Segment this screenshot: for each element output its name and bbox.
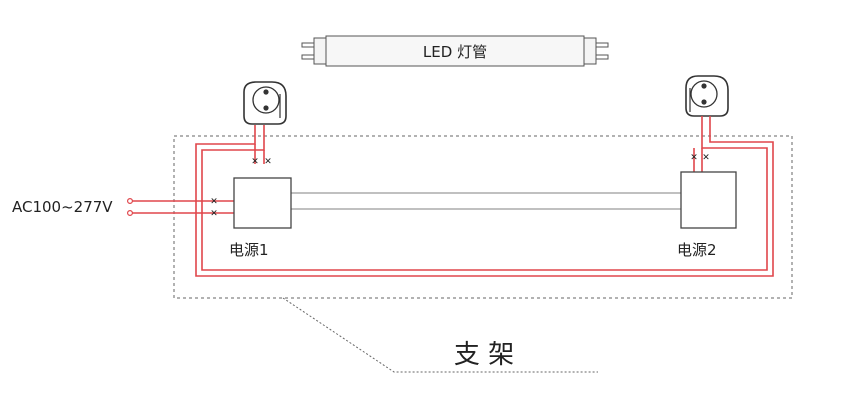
led-tube: LED 灯管 — [301, 35, 609, 67]
holder-right-body — [685, 75, 729, 117]
driver-1-box — [233, 177, 292, 229]
x-cross-icon: ✕ — [702, 153, 710, 163]
driver-1-label: 电源1 — [229, 241, 269, 259]
input-voltage-label: AC100~277V — [12, 198, 113, 216]
driver-2-box — [680, 171, 737, 229]
holder-right-pin-bottom — [701, 99, 707, 105]
x-cross-icon: ✕ — [210, 197, 218, 207]
x-cross-icon: ✕ — [210, 209, 218, 219]
tube-body — [325, 35, 585, 67]
wire-red-inner — [201, 116, 768, 271]
holder-right-pin-top — [701, 83, 707, 89]
x-cross-icon: ✕ — [690, 153, 698, 163]
tube-pin-left-top — [301, 42, 315, 48]
junction-crosses: ✕ ✕ ✕ ✕ ✕ ✕ — [210, 153, 710, 219]
driver-2-label: 电源2 — [677, 241, 717, 259]
holder-left-pin-bottom — [263, 105, 269, 111]
tube-cap-left — [313, 37, 327, 65]
fixture-outline — [173, 135, 793, 299]
lamp-holder-left — [243, 81, 287, 125]
tube-label: LED 灯管 — [423, 43, 487, 61]
holder-left-body — [243, 81, 287, 125]
holder-right-socket — [690, 80, 718, 108]
tube-pin-right-top — [595, 42, 609, 48]
input-terminal-bottom — [126, 210, 133, 217]
wire-red-outer — [195, 116, 774, 277]
fixture-label: 支 架 — [454, 340, 514, 370]
tube-cap-right — [583, 37, 597, 65]
holder-left-pin-top — [263, 89, 269, 95]
tube-pin-left-bottom — [301, 54, 315, 60]
fixture-leader-line — [282, 297, 598, 373]
input-terminal-top — [126, 198, 133, 205]
holder-left-socket — [252, 86, 280, 114]
x-cross-icon: ✕ — [264, 157, 272, 167]
tube-pin-right-bottom — [595, 54, 609, 60]
x-cross-icon: ✕ — [251, 157, 259, 167]
lamp-holder-right — [685, 75, 729, 117]
